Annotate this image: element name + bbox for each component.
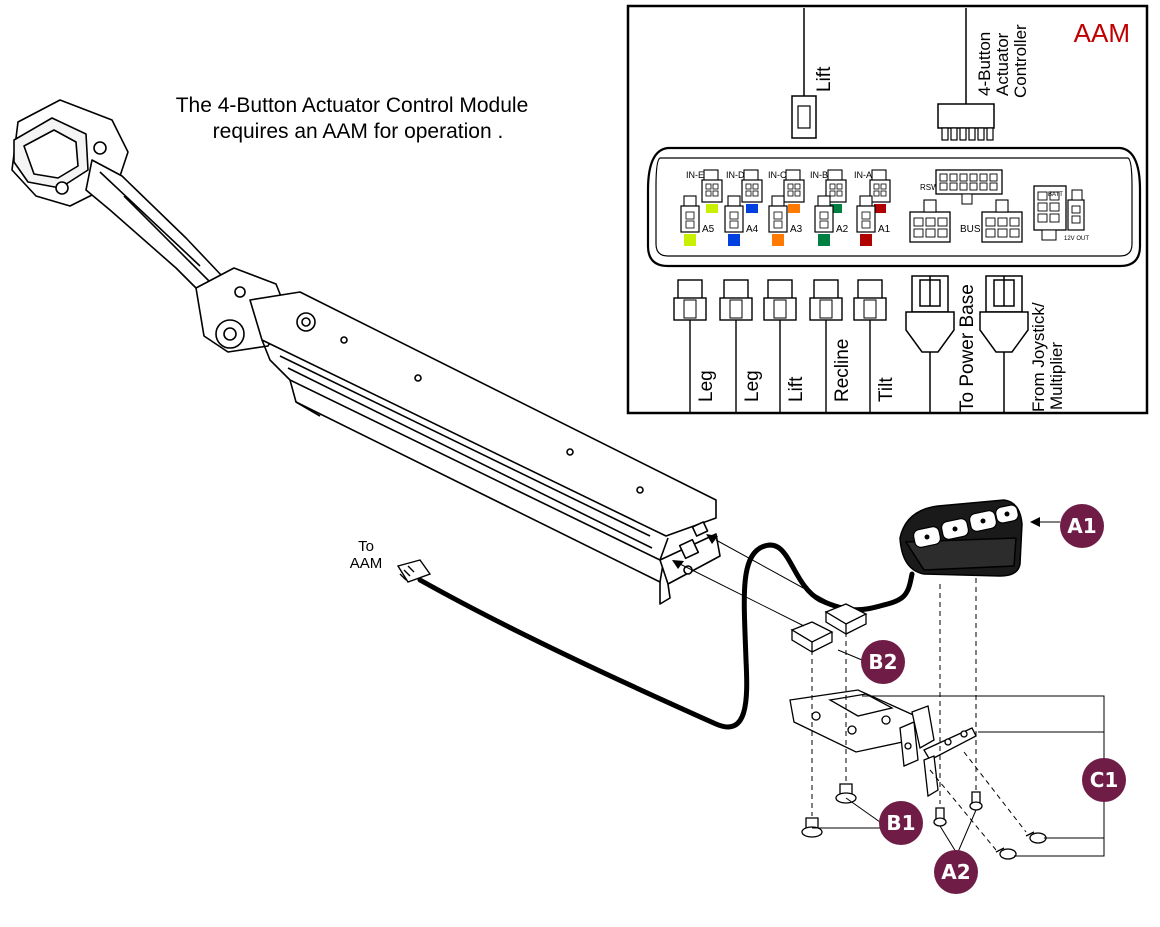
in-port-label: IN-C [768,170,787,180]
callout-label: A1 [1067,514,1096,538]
output-wire-label: Lift [786,376,807,402]
out-port-label: A3 [790,224,803,235]
in-port-label: IN-E [686,170,704,180]
controller-cable [417,542,915,730]
joystick-label-1: From Joystick/ [1029,302,1048,412]
note-line-1: The 4-Button Actuator Control Module [176,94,529,117]
callout-label: A2 [941,860,970,884]
to-aam-line-2: AAM [350,555,383,572]
batt-label: BATT [1048,192,1063,198]
callout-a1: A1 [1060,504,1104,548]
in-port-label: IN-D [726,170,745,180]
out-port-a3: A3 [768,195,803,246]
output-wire-tilt-4: Tilt [853,279,897,414]
to-aam-plug [396,559,432,583]
aam-controller-label-3: Controller [1011,24,1030,98]
in-port-color-tag [874,204,886,213]
callout-label: C1 [1090,768,1119,792]
in-port-color-tag [706,204,718,213]
out-port-color-tag [772,234,784,246]
aam-controller-label-1: 4-Button [975,32,994,96]
out-port-color-tag [860,234,872,246]
bus-label: BUS [960,224,981,235]
in-port-label: IN-A [854,170,872,180]
out-port-label: A2 [836,224,849,235]
in-port-color-tag [830,204,842,213]
out-port-color-tag [684,234,696,246]
aam-top-lift-label: Lift [814,66,835,92]
aam-title: AAM [1074,18,1130,48]
in-port-in-b: IN-B [810,169,847,213]
output-wire-lift-2: Lift [763,279,807,414]
callout-a2: A2 [934,850,978,894]
out-port-a5: A5 [680,195,715,246]
aam-controller-label-2: Actuator [993,32,1012,96]
assembly-guide-lines [811,578,1027,851]
output-wire-label: Leg [742,370,763,402]
callout-b2: B2 [861,640,905,684]
in-port-color-tag [788,204,800,213]
joystick-connector [979,275,1029,414]
joystick-label-2: Multiplier [1047,342,1066,410]
out-port-color-tag [728,234,740,246]
in-port-in-a: IN-A [854,169,891,213]
output-wire-label: Recline [832,339,853,402]
note-line-2: requires an AAM for operation . [213,120,504,143]
out-port-color-tag [818,234,830,246]
button-controller-pod [899,499,1023,577]
out-port-a1: A1 [856,195,891,246]
arrowheads [672,517,1040,569]
output-wire-label: Tilt [876,377,897,402]
output-wire-label: Leg [696,370,717,402]
output-wire-leg-1: Leg [719,279,763,414]
out-port-a4: A4 [724,195,759,246]
in-port-color-tag [746,204,758,213]
output-wire-leg-0: Leg [673,279,717,414]
in-port-in-e: IN-E [686,169,723,213]
power-base-label: To Power Base [957,284,978,412]
in-port-in-c: IN-C [768,169,805,213]
in-port-in-d: IN-D [726,169,763,213]
out-port-label: A1 [878,224,891,235]
to-aam-line-1: To [358,538,374,555]
aam-box: AAM Lift 4-Button Actuator Controller IN… [626,4,1149,415]
rsw-label: RSW [920,183,939,192]
12v-out-label: 12V OUT [1064,236,1089,242]
power-base-connector [905,275,955,414]
callout-b1: B1 [879,801,923,845]
arm-assembly [11,99,721,605]
callout-label: B2 [868,650,897,674]
out-port-label: A4 [746,224,759,235]
in-port-label: IN-B [810,170,828,180]
out-port-a2: A2 [814,195,849,246]
callout-c1: C1 [1082,758,1126,802]
mounting-hardware [789,603,1047,860]
callout-label: B1 [886,811,915,835]
output-wire-recline-3: Recline [809,279,853,414]
out-port-label: A5 [702,224,715,235]
